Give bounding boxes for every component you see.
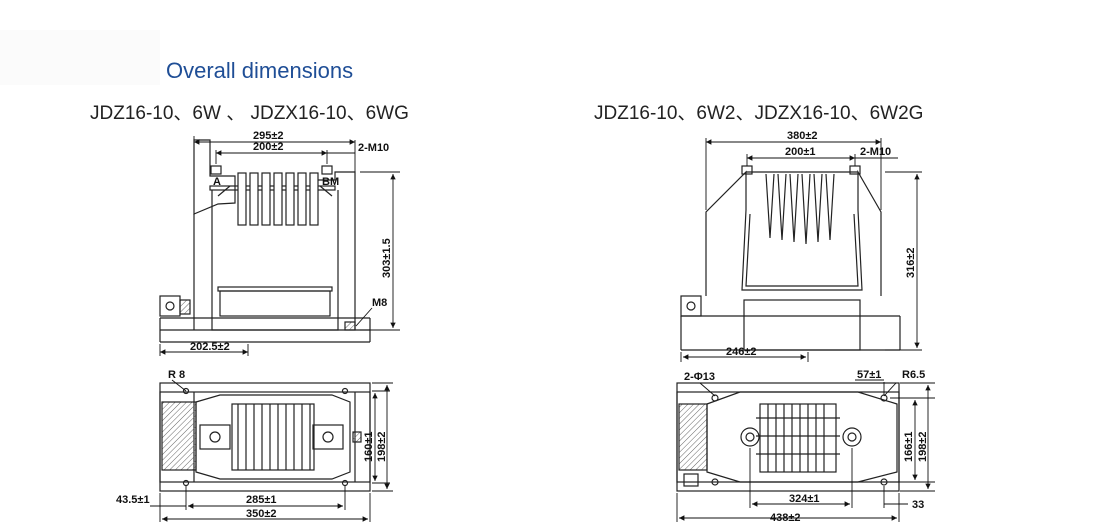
right-width-terminals: 200±1	[785, 146, 816, 158]
left-corner-radius: R 8	[168, 369, 185, 381]
left-front-dimensions	[159, 136, 400, 356]
right-thread: 2-M10	[860, 146, 891, 158]
left-terminal-a: A	[213, 176, 221, 188]
left-depth-outer: 198±2	[376, 431, 388, 462]
left-front-view	[159, 139, 371, 343]
left-length-overall: 350±2	[246, 508, 277, 520]
left-width-terminals: 200±2	[253, 141, 284, 153]
right-holes: 2-Φ13	[684, 371, 715, 383]
left-plan-view	[159, 382, 371, 492]
right-base-offset: 246±2	[726, 346, 757, 358]
left-terminal-bm: BM	[322, 176, 339, 188]
left-model-label: JDZ16-10、6W 、 JDZX16-10、6WG	[90, 103, 409, 124]
right-depth-outer: 198±2	[917, 431, 929, 462]
right-width-overall: 380±2	[787, 130, 818, 142]
right-model-label: JDZ16-10、6W2、JDZX16-10、6W2G	[594, 103, 924, 124]
left-ground-bolt: M8	[372, 297, 387, 309]
right-height: 316±2	[905, 247, 917, 278]
left-height: 303±1.5	[381, 238, 393, 278]
left-width-overall: 295±2	[253, 130, 284, 142]
left-edge-offset: 43.5±1	[116, 494, 150, 506]
right-depth-inner: 166±1	[903, 431, 915, 462]
left-plan-dimensions	[150, 379, 393, 522]
right-plan-dimensions	[676, 379, 935, 522]
right-edge-offset: 33	[912, 499, 924, 511]
right-length-overall: 438±2	[770, 512, 801, 524]
left-depth-inner: 160±1	[363, 431, 375, 462]
page-title: Overall dimensions	[166, 58, 354, 83]
right-front-dimensions	[680, 138, 922, 362]
right-front-view	[680, 165, 901, 351]
right-plan-view	[676, 382, 900, 492]
left-thread: 2-M10	[358, 142, 389, 154]
left-base-offset: 202.5±2	[190, 341, 230, 353]
right-corner-radius: R6.5	[902, 369, 925, 381]
right-hole-spacing: 324±1	[789, 493, 820, 505]
left-hole-spacing: 285±1	[246, 494, 277, 506]
right-hole-pitch: 57±1	[857, 369, 881, 381]
scan-margin	[0, 30, 160, 85]
